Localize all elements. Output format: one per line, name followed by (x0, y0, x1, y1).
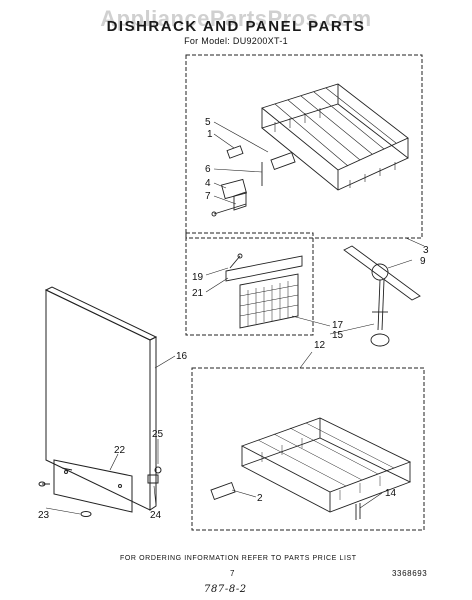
callout-21: 21 (192, 288, 204, 299)
spray-arm-illustration (343, 245, 421, 347)
silverware-basket-illustration (225, 253, 303, 329)
model-line: For Model: DU9200XT-1 (184, 36, 288, 46)
callout-7: 7 (205, 191, 211, 202)
upper-rack-illustration (261, 83, 409, 191)
callout-23: 23 (38, 510, 50, 521)
lower-rack-illustration (210, 417, 412, 520)
callout-19: 19 (192, 272, 204, 283)
document-number: 3368693 (392, 569, 428, 578)
callout-6: 6 (205, 164, 211, 175)
diagram-title: DISHRACK AND PANEL PARTS (106, 18, 366, 35)
callout-1: 1 (207, 129, 213, 140)
callout-14: 14 (385, 488, 397, 499)
ordering-note: FOR ORDERING INFORMATION REFER TO PARTS … (120, 555, 357, 562)
page-number: 7 (230, 569, 236, 578)
callout-9: 9 (420, 256, 426, 267)
callout-24: 24 (150, 510, 162, 521)
callout-16: 16 (176, 351, 188, 362)
callout-25: 25 (152, 429, 164, 440)
callout-5: 5 (205, 117, 211, 128)
callout-15: 15 (332, 330, 344, 341)
watermark: AppliancePartsPros.com (100, 6, 372, 31)
callout-3: 3 (423, 245, 429, 256)
callout-22: 22 (114, 445, 126, 456)
callout-4: 4 (205, 178, 211, 189)
upper-rack-box (185, 54, 423, 239)
door-panel-illustration (38, 286, 162, 517)
callout-17: 17 (332, 320, 344, 331)
lower-rack-box (191, 367, 425, 531)
rack-hardware (211, 145, 296, 217)
callout-12: 12 (314, 340, 326, 351)
silverware-basket-box (185, 232, 314, 336)
handwritten-note: 787-8-2 (204, 584, 247, 595)
callout-2: 2 (257, 493, 263, 504)
leader-lines (45, 121, 425, 515)
callout-numbers: 5 1 6 4 7 3 9 19 21 17 15 12 16 22 25 2 … (38, 117, 429, 521)
